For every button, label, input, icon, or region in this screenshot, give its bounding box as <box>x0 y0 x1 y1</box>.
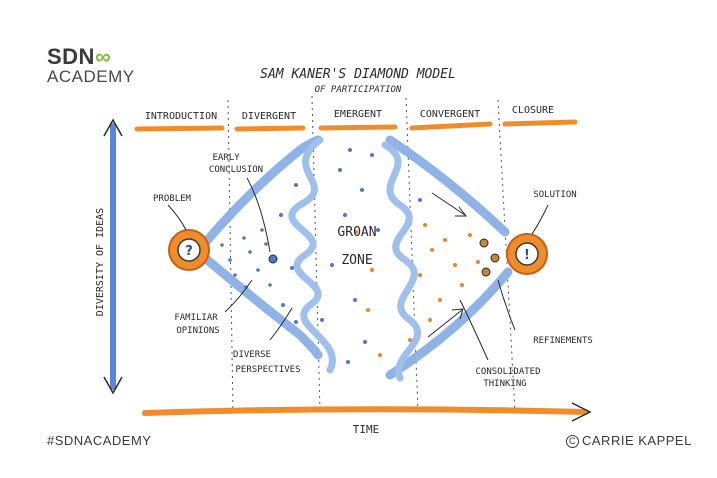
brand-subtitle: ACADEMY <box>47 67 135 86</box>
copyright-icon: C <box>566 435 579 449</box>
y-axis-label: DIVERSITY OF IDEAS <box>95 208 106 316</box>
infinity-icon: ∞ <box>94 44 112 69</box>
diamond-lower-left <box>200 253 323 360</box>
underline-divergent <box>234 125 306 132</box>
pointer-problem <box>167 204 187 231</box>
diagram-title: SAM KANER'S DIAMOND MODEL <box>260 67 456 82</box>
pointer-early-conclusion <box>246 177 271 253</box>
label-conclusion: CONCLUSION <box>209 165 263 175</box>
label-problem: PROBLEM <box>153 194 192 204</box>
phase-closure: CLOSURE <box>512 105 554 116</box>
diamond-upper-right <box>385 135 510 237</box>
pointer-solution <box>531 204 549 235</box>
underline-introduction <box>134 125 225 132</box>
phase-divergent: DIVERGENT <box>242 111 296 122</box>
label-consolidated: CONSOLIDATED <box>475 367 540 377</box>
phase-introduction: INTRODUCTION <box>145 111 217 122</box>
label-diverse: DIVERSE <box>233 350 271 360</box>
x-axis-label: TIME <box>353 423 380 436</box>
label-zone: ZONE <box>341 253 372 268</box>
credit-name: CARRIE KAPPEL <box>582 433 692 448</box>
pointer-lines <box>167 177 549 361</box>
label-solution: SOLUTION <box>533 190 576 200</box>
underline-convergent <box>409 121 493 131</box>
footer-hashtag: #SDNACADEMY <box>47 433 152 448</box>
early-conclusion-dot <box>268 254 278 264</box>
phase-emergent: EMERGENT <box>334 109 382 120</box>
y-axis: DIVERSITY OF IDEAS <box>95 118 123 395</box>
groan-squiggle-left <box>288 136 336 374</box>
label-early: EARLY <box>212 153 240 163</box>
converge-arrow-top <box>431 192 466 216</box>
underline-emergent <box>318 124 398 131</box>
label-perspectives: PERSPECTIVES <box>235 365 300 375</box>
divider-1 <box>227 99 234 413</box>
pointer-consolidated <box>459 299 489 361</box>
groan-squiggle-right <box>381 141 421 382</box>
label-groan: GROAN <box>337 225 376 240</box>
brand-name: SDN <box>47 44 95 69</box>
phase-underlines <box>134 119 578 132</box>
diagram-subtitle: OF PARTICIPATION <box>315 85 402 95</box>
pointer-diverse <box>269 307 293 341</box>
problem-node: ? <box>168 229 210 271</box>
question-mark-icon: ? <box>185 244 193 259</box>
label-refinements: REFINEMENTS <box>533 336 593 346</box>
pointer-refinements <box>497 279 516 331</box>
converge-arrow-bottom-head <box>451 308 464 320</box>
brand-logo: SDN∞ <box>47 44 111 70</box>
exclamation-mark-icon: ! <box>524 248 530 263</box>
converge-arrow-bottom <box>427 309 463 338</box>
label-familiar: FAMILIAR <box>174 313 218 323</box>
label-opinions: OPINIONS <box>176 326 219 336</box>
phase-convergent: CONVERGENT <box>420 109 480 120</box>
diamond-lower-right <box>385 267 513 380</box>
pointer-familiar <box>224 279 253 313</box>
divider-3 <box>405 97 419 413</box>
underline-closure <box>502 119 578 127</box>
groan-zone-squiggles <box>288 136 421 382</box>
label-thinking: THINKING <box>483 379 526 389</box>
converge-arrow-top-head <box>455 206 468 217</box>
idea-dots-orange <box>354 223 500 357</box>
x-axis: TIME <box>142 402 592 436</box>
solution-node: ! <box>506 233 548 275</box>
